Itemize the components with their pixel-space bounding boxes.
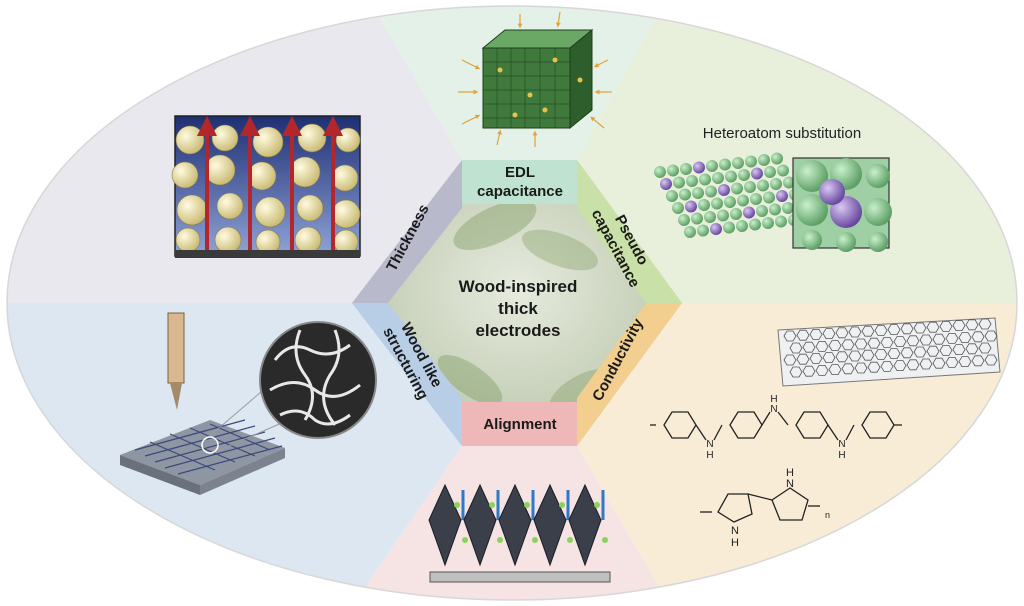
porous-microstructure-zoom <box>259 321 377 439</box>
ppy-n2: N <box>786 478 794 490</box>
ppy-h2: H <box>786 467 794 479</box>
aligned-flakes-illustration <box>428 483 611 583</box>
carbon-nanotube-icon <box>777 317 1001 387</box>
edl-label-line1: EDL <box>505 164 535 181</box>
ppy-h1: H <box>731 537 739 549</box>
pani-n1: N <box>706 439 713 450</box>
pseudo-tab <box>577 160 682 303</box>
pani-h1: H <box>706 450 713 461</box>
pani-h2: H <box>770 394 777 405</box>
3d-printing-illustration <box>120 312 301 495</box>
ppy-subscript-n: n <box>825 510 830 520</box>
center-title-line1: Wood-inspired <box>459 277 578 296</box>
heteroatom-label: Heteroatom substitution <box>703 125 861 142</box>
pani-h3: H <box>838 450 845 461</box>
center-title-line3: electrodes <box>475 321 560 340</box>
pani-n2: N <box>770 404 777 415</box>
wood-tab <box>352 303 462 446</box>
edl-tab <box>462 160 577 204</box>
heteroatom-lattice-illustration <box>654 152 892 252</box>
porous-cube-illustration <box>458 11 612 147</box>
alignment-tab <box>462 402 577 446</box>
thickness-tab <box>352 160 462 303</box>
ppy-n1: N <box>731 525 739 537</box>
conductivity-tab <box>577 303 682 446</box>
center-title-line2: thick <box>498 299 538 318</box>
alignment-label: Alignment <box>483 416 556 433</box>
polypyrrole-structure <box>700 487 820 523</box>
pani-n3: N <box>838 439 845 450</box>
edl-label-line2: capacitance <box>477 183 563 200</box>
polyaniline-structure <box>650 411 902 441</box>
thick-electrode-illustration <box>171 115 361 258</box>
